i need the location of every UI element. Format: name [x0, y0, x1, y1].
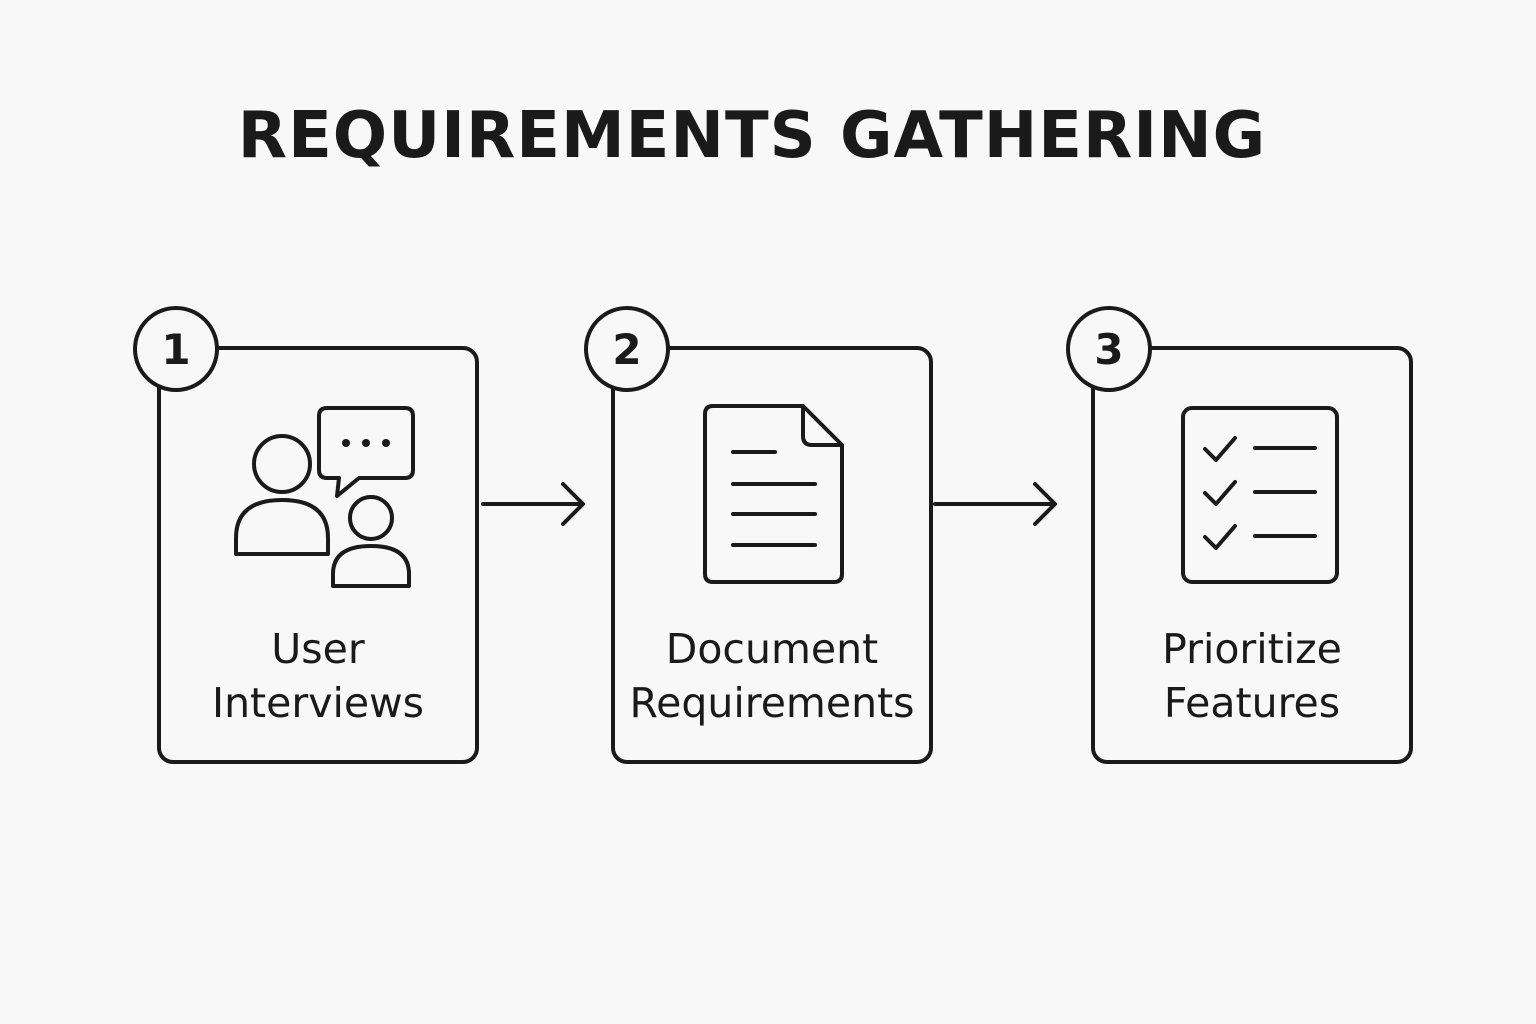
step-label-line: Document [665, 625, 879, 673]
step-label-line: User [271, 625, 365, 673]
step-number-badge: 2 [584, 306, 670, 392]
user-interviews-icon [234, 406, 415, 588]
step-label: User Interviews [161, 622, 475, 730]
arrow-right-icon [481, 482, 585, 526]
diagram-title: REQUIREMENTS GATHERING [237, 99, 1267, 173]
document-icon [703, 404, 844, 584]
step-label: Prioritize Features [1095, 622, 1409, 730]
step-number-badge: 3 [1066, 306, 1152, 392]
step-label-line: Prioritize [1162, 625, 1342, 673]
step-card-prioritize-features: Prioritize Features [1091, 346, 1413, 764]
step-label-line: Features [1163, 679, 1341, 727]
step-label-line: Interviews [211, 679, 424, 727]
checklist-icon [1181, 406, 1339, 584]
arrow-right-icon [933, 482, 1057, 526]
step-label: Document Requirements [615, 622, 929, 730]
step-card-user-interviews: User Interviews [157, 346, 479, 764]
step-label-line: Requirements [629, 679, 915, 727]
step-number-badge: 1 [133, 306, 219, 392]
step-card-document-requirements: Document Requirements [611, 346, 933, 764]
